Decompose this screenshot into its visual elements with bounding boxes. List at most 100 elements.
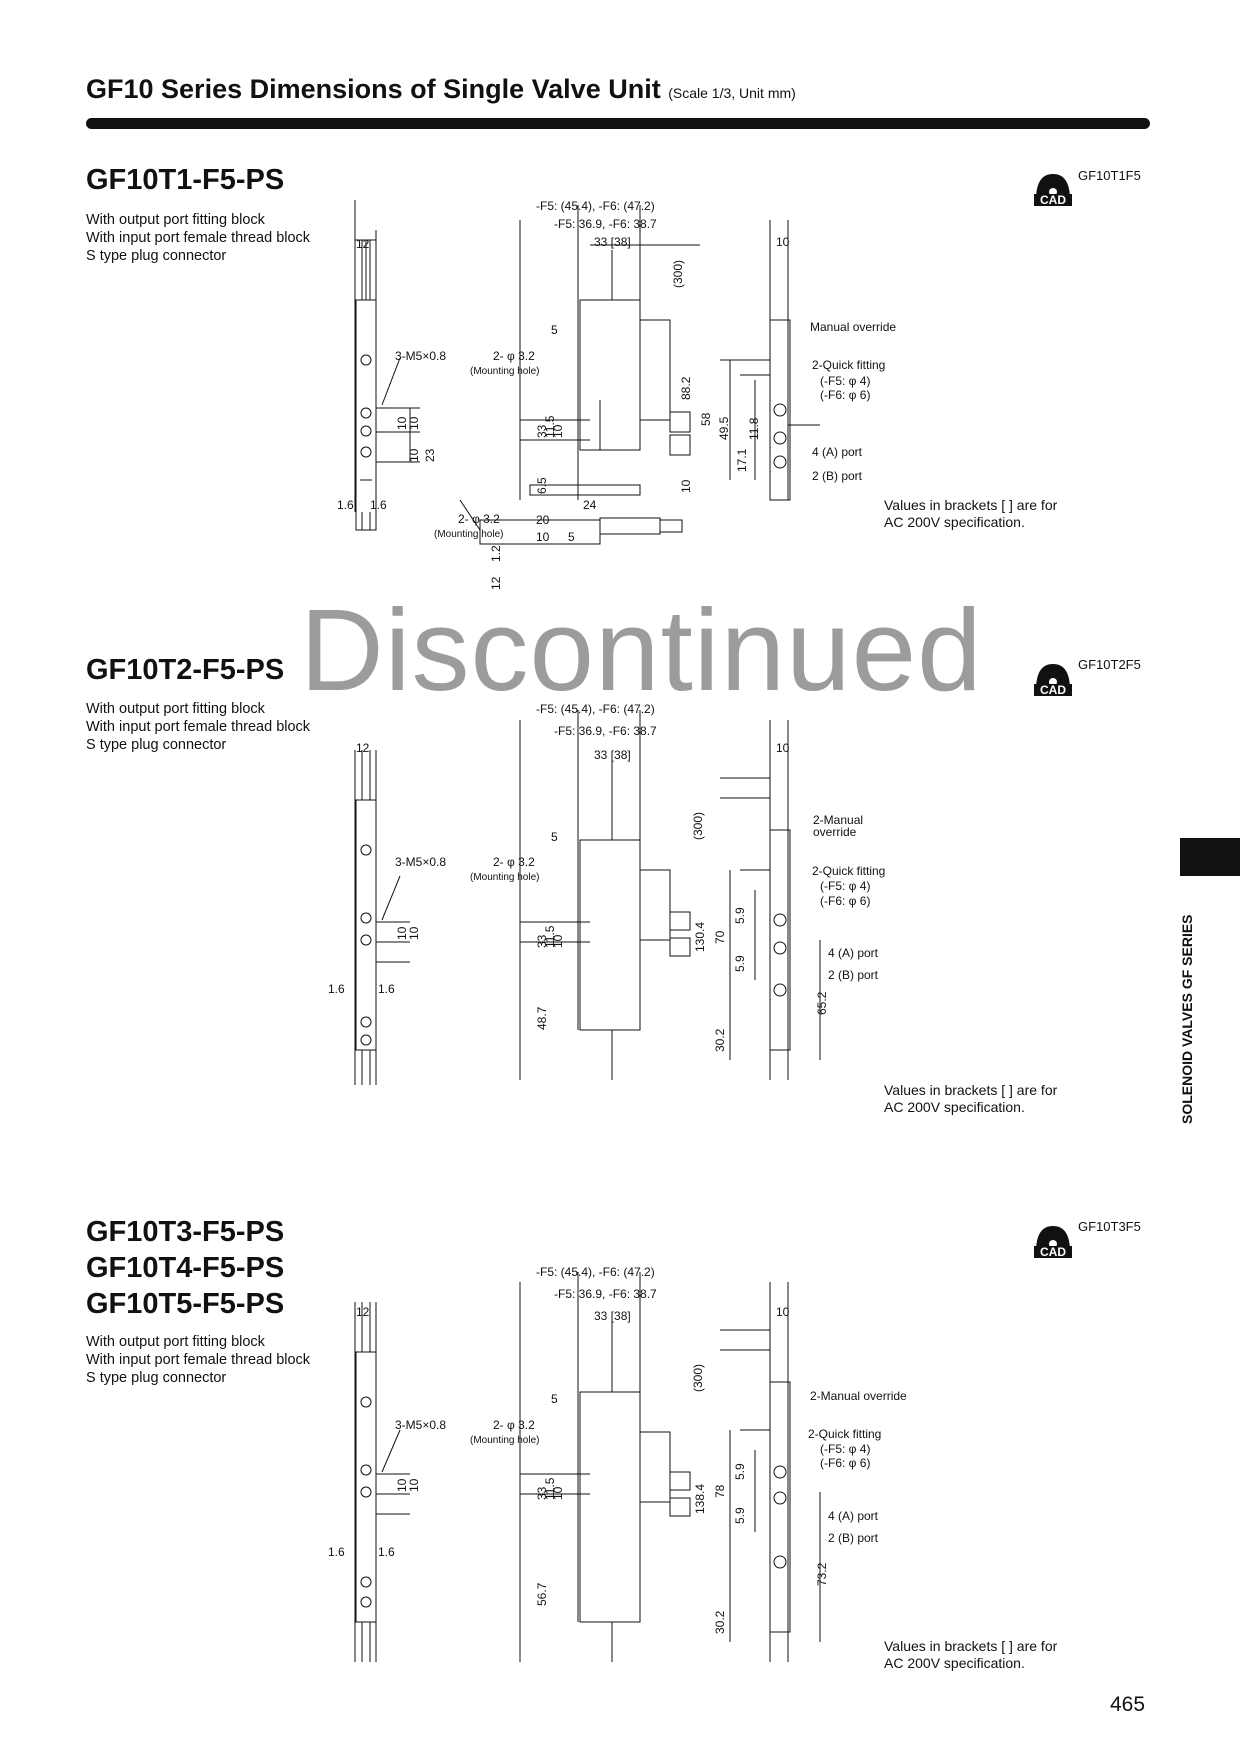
model-title: GF10T4-F5-PS [86, 1252, 285, 1284]
page-header: GF10 Series Dimensions of Single Valve U… [86, 74, 796, 105]
desc-line: With output port fitting block [86, 212, 265, 228]
dim-label: 5 [551, 830, 558, 844]
note-line: AC 200V specification. [884, 1655, 1025, 1671]
header-rule [86, 118, 1150, 129]
dim-label: 73.2 [815, 1562, 829, 1586]
dim-label: 48.7 [535, 1006, 549, 1030]
dim-label: 10 [551, 1486, 565, 1500]
scale-note: (Scale 1/3, Unit mm) [668, 85, 796, 101]
dim-label: (300) [691, 1364, 705, 1392]
desc-line: With input port female thread block [86, 230, 311, 246]
dim-label: 1.6 [328, 1545, 345, 1559]
cad-icon[interactable]: CAD [1034, 1222, 1072, 1258]
dimension-drawing-t1: -F5: (45.4), -F6: (47.2) -F5: 36.9, -F6:… [337, 200, 896, 590]
dim-label: 58 [699, 412, 713, 426]
desc-line: S type plug connector [86, 737, 227, 753]
dim-label: 12 [356, 237, 370, 251]
dim-label: 33 [38] [594, 235, 631, 249]
dim-label: 3-M5×0.8 [395, 855, 446, 869]
model-title-list: GF10T3-F5-PS GF10T4-F5-PS GF10T5-F5-PS [86, 1214, 284, 1322]
dim-label: 5 [551, 323, 558, 337]
dim-label: 5.9 [733, 1463, 747, 1480]
dim-label: 12 [489, 576, 503, 590]
dim-label: 23 [423, 448, 437, 462]
dim-label: 2-Quick fitting [812, 864, 885, 878]
dim-label: -F5: 36.9, -F6: 38.7 [554, 1287, 657, 1301]
cad-code: GF10T1F5 [1078, 168, 1141, 183]
dim-label: 70 [713, 930, 727, 944]
dim-label: (-F6: φ 6) [820, 388, 870, 402]
cad-code: GF10T2F5 [1078, 657, 1141, 672]
series-name: GF10 [86, 74, 154, 104]
cad-icon[interactable]: CAD [1034, 660, 1072, 696]
dim-label: 5 [568, 530, 575, 544]
dim-label: 10 [679, 479, 693, 493]
dim-label: 11.8 [747, 417, 761, 440]
dim-label: 1.6 [378, 982, 395, 996]
desc-line: With input port female thread block [86, 719, 311, 735]
dim-label: 88.2 [679, 376, 693, 400]
page-number: 465 [1110, 1693, 1146, 1716]
dim-label: (-F6: φ 6) [820, 894, 870, 908]
dim-label: 1.6 [378, 1545, 395, 1559]
desc-line: With output port fitting block [86, 1334, 265, 1350]
side-tab-label: SOLENOID VALVES GF SERIES [1179, 914, 1195, 1124]
dim-label: (Mounting hole) [470, 366, 539, 377]
section-description: With output port fitting block With inpu… [86, 700, 310, 754]
dim-label: 33 [535, 424, 549, 438]
dim-label: 10 [395, 1478, 409, 1492]
dim-label: 33 [535, 934, 549, 948]
dim-label: 30.2 [713, 1028, 727, 1052]
dimension-drawing-t3: -F5: (45.4), -F6: (47.2) -F5: 36.9, -F6:… [328, 1265, 907, 1662]
dim-label: 10 [407, 416, 421, 430]
dim-label: 3-M5×0.8 [395, 1418, 446, 1432]
dim-label: 11.5 [543, 1477, 557, 1500]
dim-label: 78 [713, 1484, 727, 1498]
dim-label: 4 (A) port [828, 1509, 879, 1523]
desc-line: S type plug connector [86, 248, 227, 264]
bracket-note: Values in brackets [ ] are for AC 200V s… [884, 1638, 1057, 1672]
dim-label: 10 [536, 530, 550, 544]
dim-label: 138.4 [693, 1484, 707, 1514]
dim-label: 49.5 [717, 416, 731, 440]
dim-label: 2-Manual override [810, 1389, 907, 1403]
dim-label: 11.5 [543, 925, 557, 948]
dim-label: 17.1 [735, 448, 749, 472]
dim-label: 10 [395, 926, 409, 940]
dim-label: -F5: (45.4), -F6: (47.2) [536, 702, 655, 716]
cad-label: CAD [1040, 1245, 1066, 1258]
cad-icon[interactable]: CAD [1034, 170, 1072, 206]
dim-label: 2- φ 3.2 [493, 855, 535, 869]
header-title: Series Dimensions of Single Valve Unit [153, 74, 661, 104]
dim-label: -F5: 36.9, -F6: 38.7 [554, 724, 657, 738]
dim-label: 3-M5×0.8 [395, 349, 446, 363]
dim-label: 2 (B) port [828, 1531, 879, 1545]
dim-label: 65.2 [815, 991, 829, 1015]
dim-label: (300) [691, 812, 705, 840]
dim-label: 1.2 [489, 545, 503, 562]
dim-label: 2- φ 3.2 [493, 349, 535, 363]
desc-line: With output port fitting block [86, 701, 265, 717]
dim-label: 12 [356, 741, 370, 755]
dim-label: 10 [776, 741, 790, 755]
model-title: GF10T5-F5-PS [86, 1288, 285, 1320]
dim-label: 2 (B) port [828, 968, 879, 982]
section-description: With output port fitting block With inpu… [86, 211, 310, 265]
model-title: GF10T2-F5-PS [86, 654, 285, 686]
dim-label: 5 [551, 1392, 558, 1406]
dim-label: 10 [776, 235, 790, 249]
dimension-drawing-t2: -F5: (45.4), -F6: (47.2) -F5: 36.9, -F6:… [328, 702, 885, 1085]
desc-line: With input port female thread block [86, 1352, 311, 1368]
note-line: Values in brackets [ ] are for [884, 1638, 1058, 1654]
dim-label: 5.9 [733, 1507, 747, 1524]
discontinued-watermark: Discontinued [300, 585, 983, 715]
dim-label: (-F6: φ 6) [820, 1456, 870, 1470]
dim-label: -F5: 36.9, -F6: 38.7 [554, 217, 657, 231]
model-title: GF10T3-F5-PS [86, 1216, 285, 1248]
dim-label: (300) [671, 260, 685, 288]
dim-label: (Mounting hole) [470, 872, 539, 883]
dim-label: 10 [395, 416, 409, 430]
note-line: AC 200V specification. [884, 514, 1025, 530]
dim-label: 12 [356, 1305, 370, 1319]
dim-label: 33 [535, 1486, 549, 1500]
